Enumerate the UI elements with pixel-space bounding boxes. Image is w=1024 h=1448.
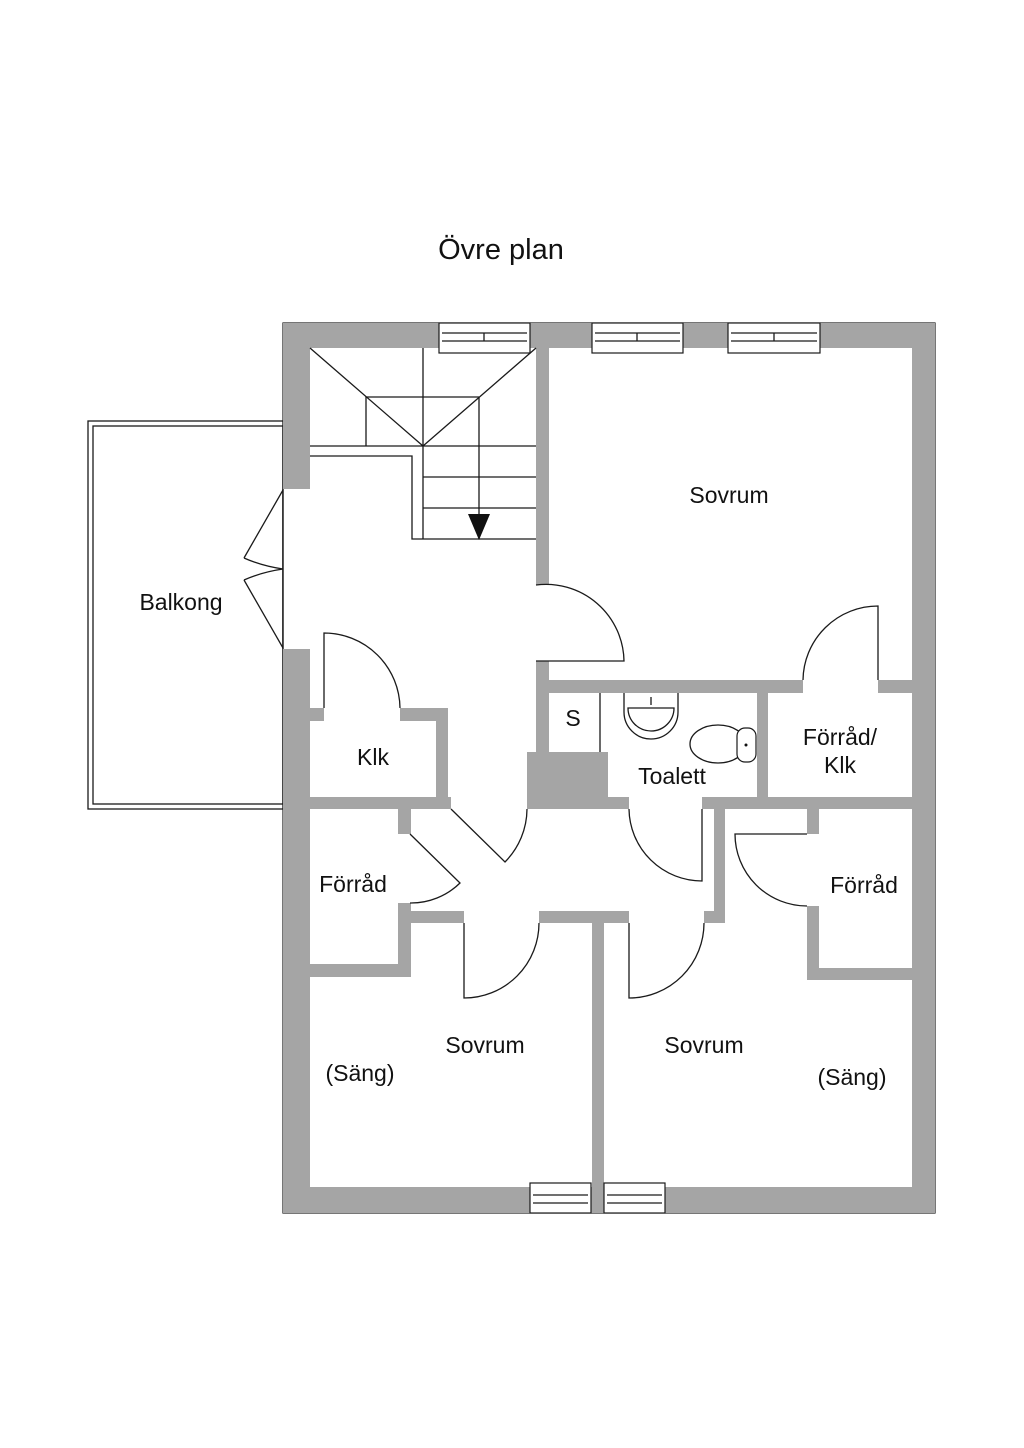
storage-right-door[interactable] [734, 833, 808, 907]
hall-door[interactable] [450, 808, 528, 863]
room-label-toilet: Toalett [638, 763, 706, 789]
building-outline [282, 322, 936, 1214]
toilet-door[interactable] [628, 808, 703, 882]
bed-label-right: (Säng) [817, 1064, 886, 1090]
room-label-bedroom-left: Sovrum [445, 1032, 524, 1058]
balcony-door[interactable] [243, 489, 284, 649]
walls [283, 323, 935, 1213]
storage-closet-door[interactable] [802, 605, 879, 681]
plan-title: Övre plan [438, 234, 564, 266]
room-label-balcony: Balkong [139, 589, 222, 615]
toilet-icon [689, 724, 757, 764]
doors [243, 489, 879, 999]
room-label-storage-closet: Förråd/ [803, 724, 878, 750]
windows [438, 322, 821, 1214]
bedroom-top-door[interactable] [535, 583, 625, 662]
balcony [87, 420, 284, 810]
bed-label-left: (Säng) [325, 1060, 394, 1086]
room-label-storage-right: Förråd [830, 872, 898, 898]
bedroom-right-door[interactable] [628, 922, 705, 999]
room-label-bedroom-right: Sovrum [664, 1032, 743, 1058]
room-label-klk: Klk [357, 744, 389, 770]
staircase [309, 347, 537, 540]
bedroom-left-door[interactable] [463, 922, 540, 999]
room-label-shower: S [565, 705, 580, 731]
room-label-bedroom-top: Sovrum [689, 482, 768, 508]
klk-door[interactable] [323, 632, 401, 709]
room-label-storage-closet-2: Klk [824, 752, 856, 778]
sink-icon [623, 693, 679, 740]
storage-left-door[interactable] [409, 833, 461, 904]
room-label-storage-left: Förråd [319, 871, 387, 897]
arrow-down-icon [468, 514, 490, 540]
